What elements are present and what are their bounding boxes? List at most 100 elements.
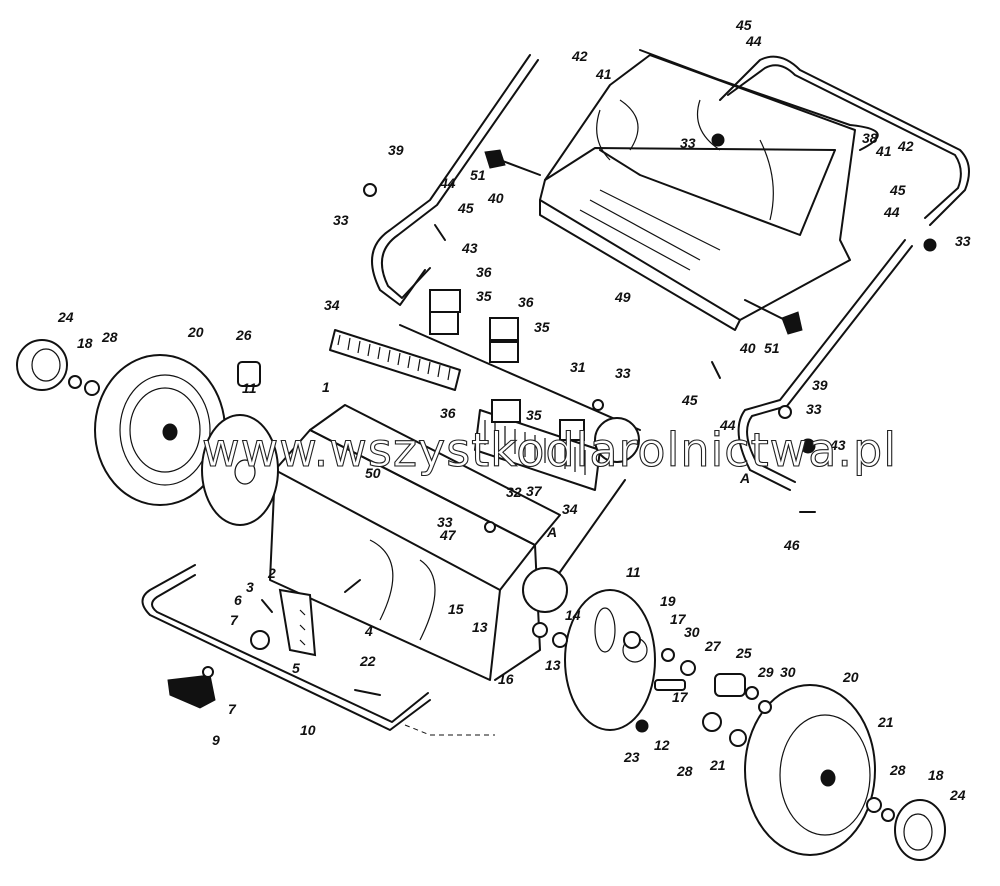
callout-24a: 24 (57, 309, 74, 325)
callout-2: 2 (267, 565, 276, 581)
callout-11b: 11 (626, 564, 641, 580)
callout-44b: 44 (439, 175, 456, 191)
callout-43a: 43 (461, 240, 478, 256)
callout-6: 6 (234, 592, 242, 608)
callout-30b: 30 (780, 664, 796, 680)
detail-circle-right (522, 567, 568, 613)
callout-17a: 17 (670, 611, 687, 627)
washer-28-right (866, 797, 882, 813)
collection-bag (539, 54, 856, 331)
callout-33c: 33 (955, 233, 971, 249)
callout-34b: 34 (562, 501, 578, 517)
watermark-text: www.wszystkodlarolnictwa.pl (202, 423, 897, 477)
front-bar-10 (141, 564, 431, 731)
callout-29: 29 (757, 664, 774, 680)
nut-33-f (484, 521, 496, 533)
grip-51-bottom (781, 311, 803, 335)
bearing-13 (532, 622, 548, 638)
callout-35a: 35 (476, 288, 492, 304)
callout-18a: 18 (77, 335, 93, 351)
nut-18-right (881, 808, 895, 822)
callout-9: 9 (212, 732, 220, 748)
callout-50: 50 (365, 465, 381, 481)
callout-10: 10 (300, 722, 316, 738)
callout-21b: 21 (877, 714, 894, 730)
nut-33-a (363, 183, 377, 197)
callout-7a: 7 (230, 612, 239, 628)
shaft-31 (399, 324, 641, 431)
mark-A-2: A (739, 470, 750, 486)
bushing-26 (237, 361, 261, 387)
right-hubcap-24 (894, 799, 946, 861)
callout-22: 22 (359, 653, 376, 669)
callout-28c: 28 (889, 762, 906, 778)
callout-44c: 44 (883, 204, 900, 220)
bolt-4 (344, 579, 361, 593)
callout-labels: 1 2 3 4 5 6 7 7 9 10 11 11 12 13 13 14 1… (57, 17, 971, 803)
callout-33f: 33 (437, 514, 453, 530)
grip-51-top (484, 149, 506, 169)
nut-33-b (711, 133, 725, 147)
gear-assembly-right (623, 631, 772, 747)
callout-51a: 51 (470, 167, 486, 183)
callout-43b: 43 (829, 437, 846, 453)
bolt-3 (261, 599, 273, 613)
callout-33b: 33 (680, 135, 696, 151)
callout-27: 27 (704, 638, 722, 654)
handle-left-39 (371, 54, 539, 306)
callout-7b: 7 (228, 701, 237, 717)
nut-18-left (68, 375, 82, 389)
callout-33e: 33 (615, 365, 631, 381)
callout-20b: 20 (842, 669, 859, 685)
callout-45c: 45 (889, 182, 906, 198)
mark-A-1: A (546, 524, 557, 540)
left-hubcap-24 (16, 339, 68, 391)
callout-25: 25 (735, 645, 752, 661)
bearing-14 (552, 632, 568, 648)
callout-39b: 39 (812, 377, 828, 393)
callout-35b: 35 (534, 319, 550, 335)
callout-42b: 42 (897, 138, 914, 154)
washer-7 (202, 666, 214, 678)
right-wheel-20 (744, 684, 876, 856)
callout-47: 47 (439, 527, 457, 543)
callout-36c: 36 (440, 405, 456, 421)
bolt-22 (354, 689, 381, 696)
callout-11a: 11 (242, 380, 257, 396)
callout-24b: 24 (949, 787, 966, 803)
callout-31: 31 (570, 359, 586, 375)
callout-42a: 42 (571, 48, 588, 64)
nut-33-d (778, 405, 792, 419)
callout-32: 32 (506, 484, 522, 500)
callout-41b: 41 (875, 143, 892, 159)
detail-arrow (559, 479, 626, 573)
callout-35c: 35 (526, 407, 542, 423)
nut-33-e (592, 399, 604, 411)
callout-23: 23 (623, 749, 640, 765)
callout-44a: 44 (745, 33, 762, 49)
callout-18b: 18 (928, 767, 944, 783)
rod-40-bottom (744, 299, 786, 321)
callout-40a: 40 (487, 190, 504, 206)
callout-38: 38 (862, 130, 878, 146)
callout-26: 26 (235, 327, 252, 343)
bolt-45-left (434, 224, 446, 241)
knob-6 (250, 630, 270, 650)
callout-12: 12 (654, 737, 670, 753)
callout-33a: 33 (333, 212, 349, 228)
callout-37: 37 (526, 483, 543, 499)
washer-28-left (84, 380, 100, 396)
callout-21a: 21 (709, 757, 726, 773)
rod-40-top (499, 159, 541, 176)
callout-16: 16 (498, 671, 514, 687)
callout-39a: 39 (388, 142, 404, 158)
handle-right-39 (737, 239, 913, 491)
callout-13a: 13 (472, 619, 488, 635)
callout-13b: 13 (545, 657, 561, 673)
height-adjuster-2 (278, 588, 317, 657)
callout-44d: 44 (719, 417, 736, 433)
callout-20a: 20 (187, 324, 204, 340)
reflector-9 (167, 674, 216, 709)
callout-4: 4 (364, 623, 373, 639)
callout-45d: 45 (681, 392, 698, 408)
